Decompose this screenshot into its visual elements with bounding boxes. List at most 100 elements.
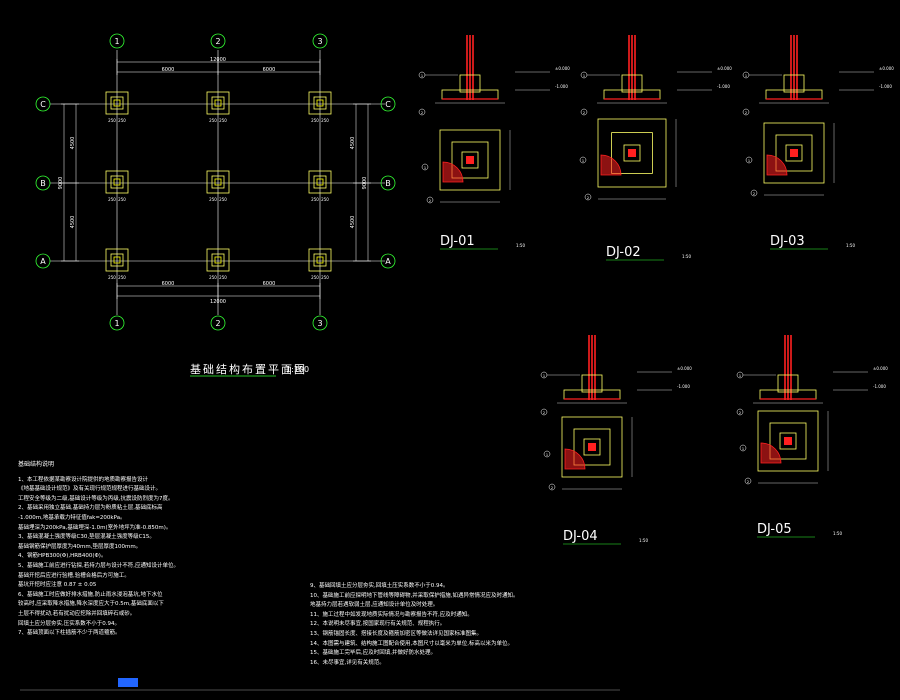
dimension-value: 6000 [162,67,175,73]
callout-bubble [736,408,744,416]
notes-right-line: 16、未尽事宜,详见有关规范。 [310,659,385,666]
notes-left-line: 基础开挖后应进行验槽,验槽合格后方可施工。 [18,572,130,579]
pier-outline [211,253,225,267]
callout-bubble [750,189,758,197]
footing-plan-outer [439,129,501,191]
callout-bubble [540,371,548,379]
notes-left-line: 较高时,应采取降水措施,降水深度应大于0.5m,基础底面以下 [18,601,164,608]
callout-bubble [548,483,556,491]
callout-number: 1 [583,74,585,78]
footing-dim: 250 [219,197,227,202]
column-outline [316,99,324,107]
footing-dim: 250 [321,118,329,123]
axis-bubble [109,315,125,331]
axis-bubble [380,175,396,191]
detail-title: DJ-01 [440,234,475,249]
axis-label-x: 2 [215,319,220,328]
column-plan [784,437,792,445]
footing-dim: 250 [209,118,217,123]
column-outline [316,256,324,264]
axis-bubble [380,96,396,112]
callout-bubble [584,193,592,201]
detail-title: DJ-03 [770,234,805,249]
pier-plan [583,438,601,456]
axis-label-y: C [385,100,391,109]
footing-dim: 250 [118,118,126,123]
callout-bubble [421,163,429,171]
dimension-value: 6000 [263,67,276,73]
notes-right-line: 地基持力层若遇软弱土层,应通知设计单位及时处理。 [310,602,439,609]
footing-dim: 250 [209,275,217,280]
callout-bubble [426,196,434,204]
rebar-quarter-mesh [564,448,586,470]
axis-label-x: 1 [114,37,119,46]
column-outline [214,178,222,186]
notes-left-line: 基坑开挖时应注意 0.87 ± 0.05 [18,582,97,589]
callout-number: 2 [429,199,431,203]
notes-left-column: 1、本工程依据某勘察设计院提供的地质勘察报告设计《地基基础设计规范》及有关现行规… [18,476,308,639]
detail-scale: 1:50 [833,531,842,536]
detail-scale: 1:50 [639,538,648,543]
plan-title-text: 基础结构布置平面图 [190,363,307,376]
column-outline [214,256,222,264]
dimension-total: 9000 [362,177,368,190]
axis-bubble [312,33,328,49]
footing-plan-mid [775,134,813,172]
callout-number: 1 [739,374,741,378]
callout-bubble [580,71,588,79]
level-label: -1.000 [873,384,886,389]
footing-outline [206,170,230,194]
rebar-quarter-mesh [760,442,782,464]
dimension-value: 4500 [350,216,356,229]
callout-number: 1 [742,447,744,451]
notes-right-line: 9、基础回填土应分层夯实,回填土压实系数不小于0.94。 [310,583,449,589]
rebar-quarter-mesh [766,154,788,176]
pier-section [783,74,805,93]
pier-outline [211,96,225,110]
plan-scale-text: 1:100 [286,365,310,374]
notes-left-line: 7、基础顶面以下柱插筋不少于两道箍筋。 [18,630,121,637]
level-label: ±0.000 [555,66,570,71]
notes-left-line: 土层不得扰动,若有扰动应挖除并回填碎石或砂。 [18,610,136,617]
footing-dim: 250 [311,197,319,202]
detail-scale: 1:50 [516,243,525,248]
notes-right-line: 14、本图需与建筑、结构施工图配合使用,本图尺寸以毫米为单位,标高以米为单位。 [310,640,513,647]
axis-bubble [35,96,51,112]
notes-left-line: 工程安全等级为二级,基础设计等级为丙级,抗震设防烈度为7度。 [18,495,174,502]
callout-bubble [744,477,752,485]
level-label: ±0.000 [879,66,894,71]
level-label: -1.000 [677,384,690,389]
pier-section [459,74,481,93]
notes-left-line: 5、基础施工前应进行钻探,若持力层与设计不符,应通知设计单位。 [18,562,179,569]
footing-outline [206,248,230,272]
detail-scale: 1:50 [682,254,691,259]
rebar-quarter-mesh [600,154,622,176]
callout-bubble [742,71,750,79]
pier-outline [313,253,327,267]
axis-bubble [380,253,396,269]
pier-outline [110,175,124,189]
notes-left-line: 回填土应分层夯实,压实系数不小于0.94。 [18,620,120,627]
notes-heading: 基础结构说明 [18,461,55,468]
footing-plan-mid [573,428,611,466]
footing-plan-outer [597,118,667,188]
axis-bubble [210,315,226,331]
notes-left-line: 1、本工程依据某勘察设计院提供的地质勘察报告设计 [18,476,149,483]
notes-left-line: 《地基基础设计规范》及有关现行规范规程进行基础设计。 [18,486,162,493]
axis-label-x: 3 [317,37,322,46]
footing-outline [105,248,129,272]
footing-dim: 250 [321,197,329,202]
callout-bubble [736,371,744,379]
notes-left-line: 2、基础采用独立基础,基础持力层为粉质粘土层,基础底标高 [18,505,163,512]
callout-number: 1 [748,159,750,163]
callout-number: 1 [582,159,584,163]
pier-outline [313,175,327,189]
level-label: -1.000 [717,84,730,89]
footing-plan-mid [611,132,653,174]
